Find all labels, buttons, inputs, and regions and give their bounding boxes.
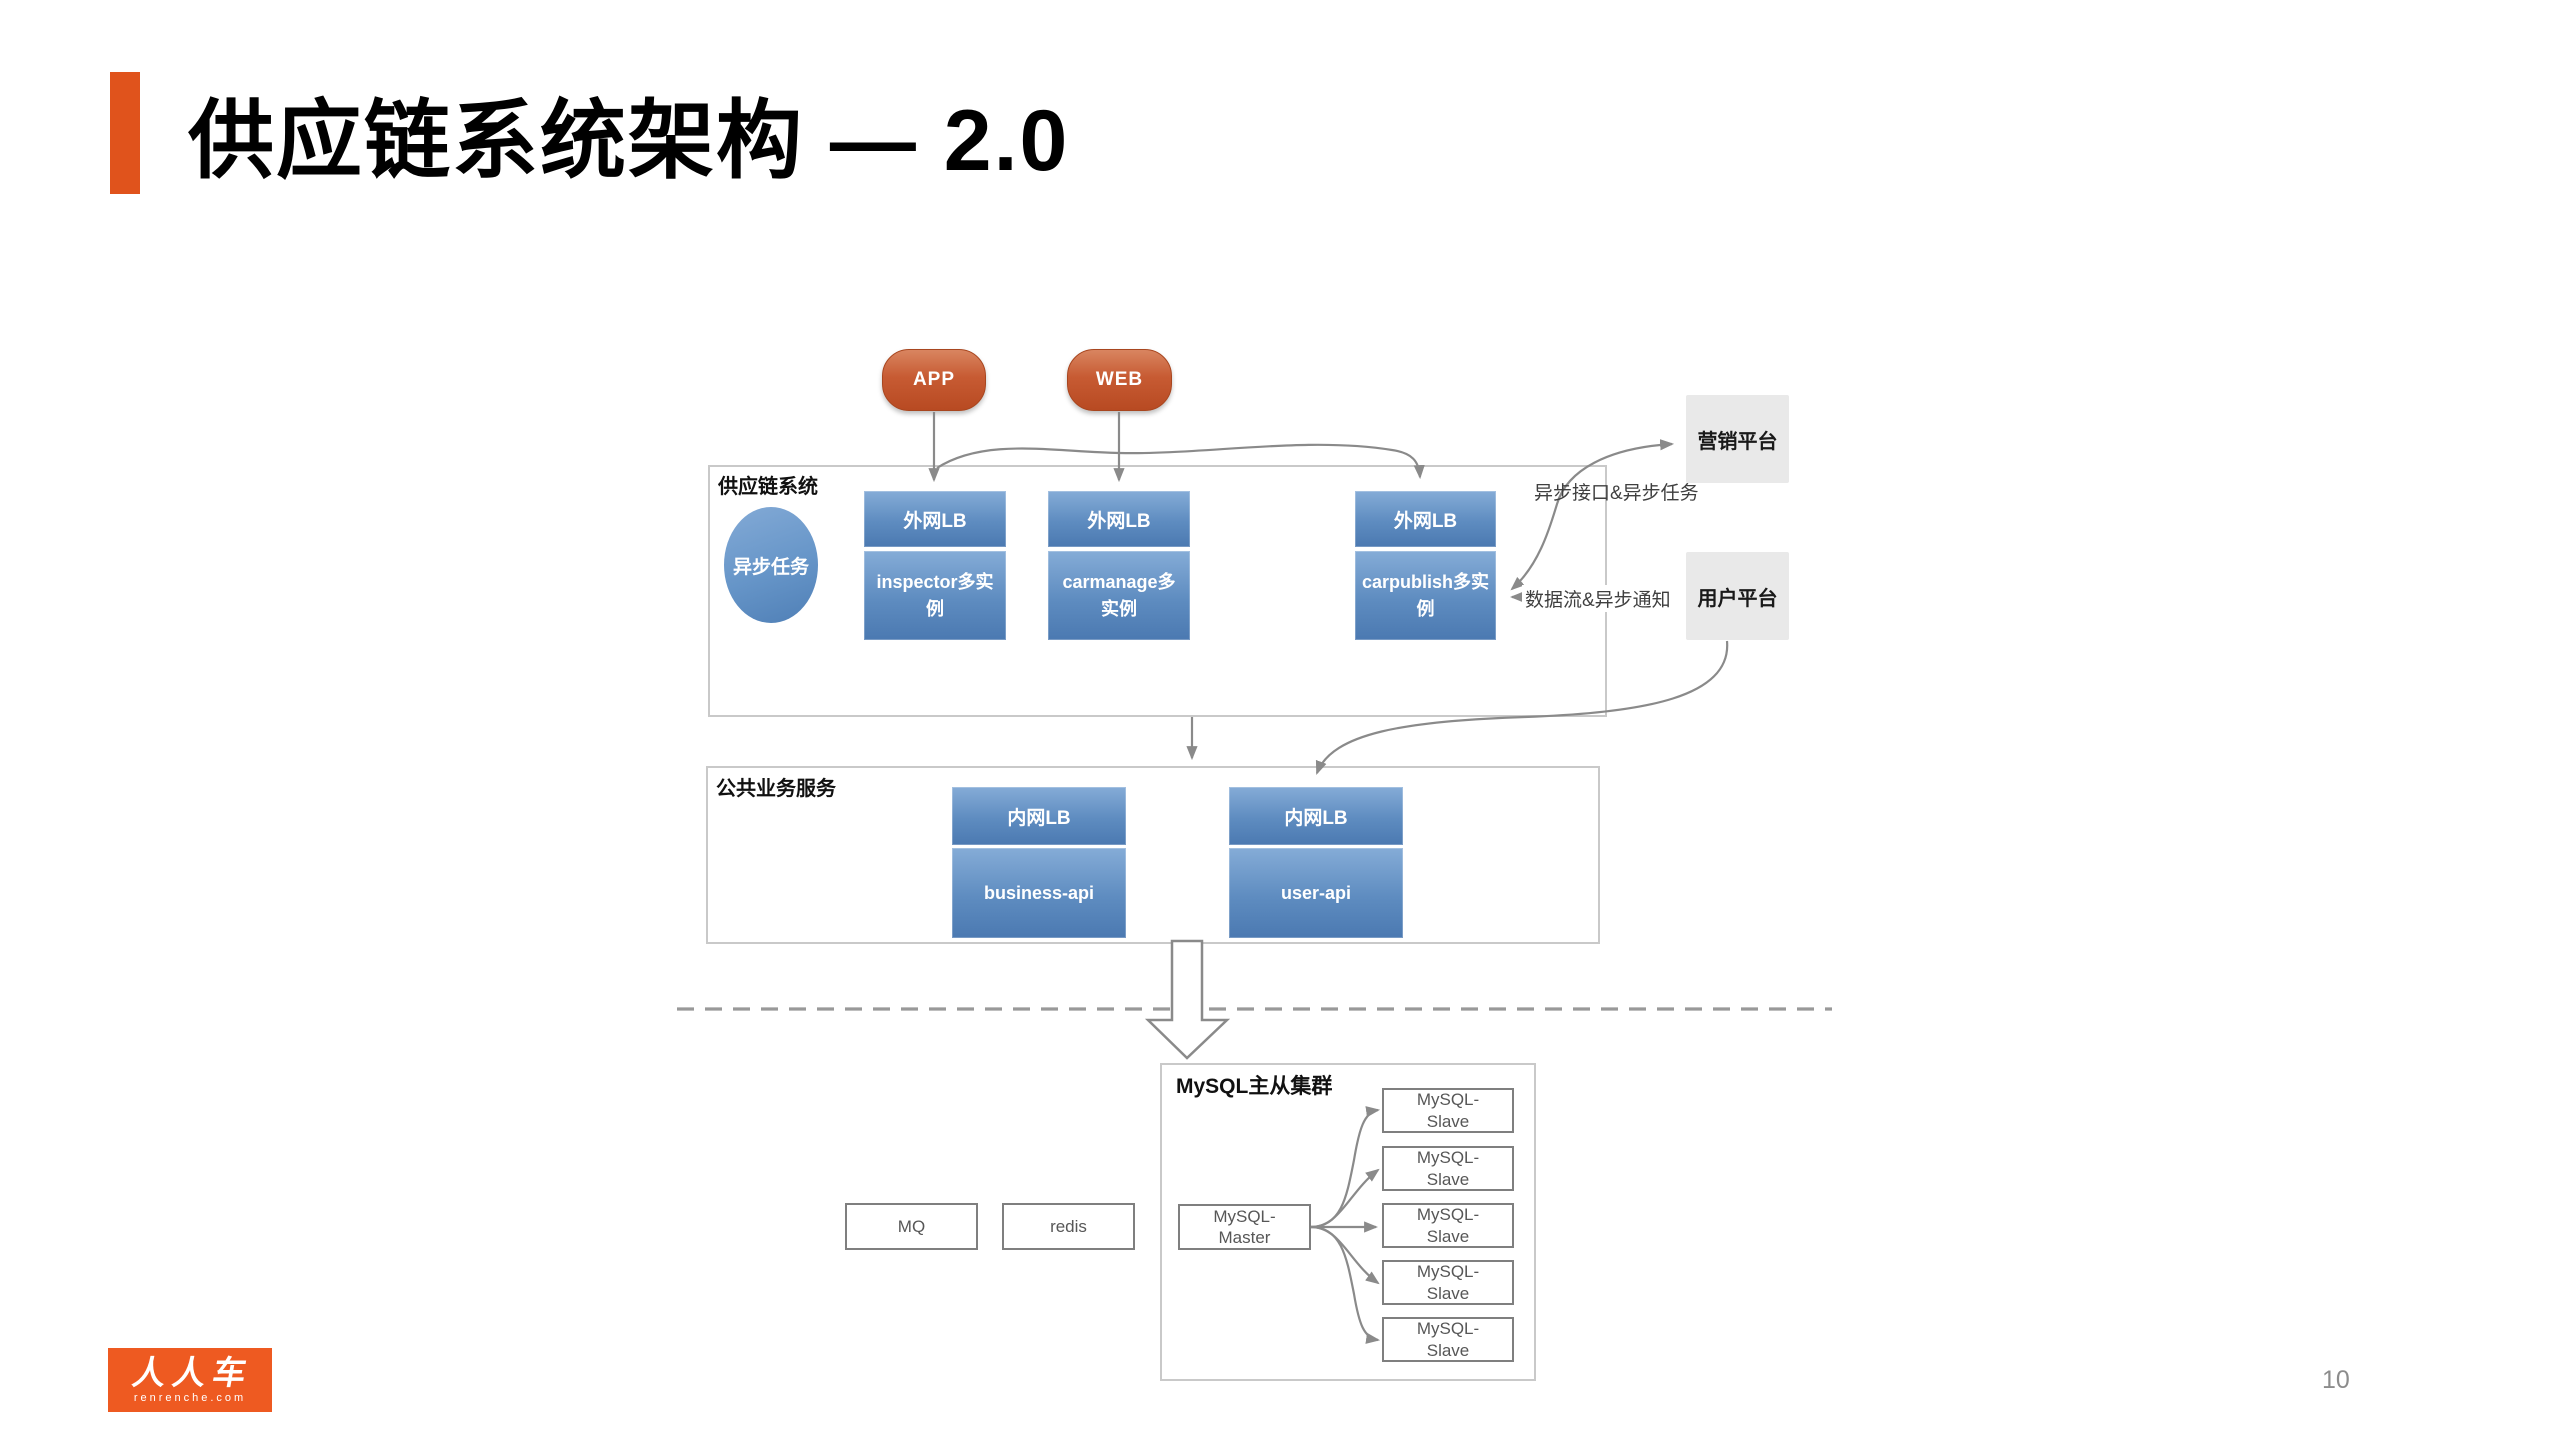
mysql-master-node: MySQL- Master [1178,1204,1311,1250]
annotation-data-flow: 数据流&异步通知 [1522,585,1674,612]
title-accent-bar [110,72,140,194]
logo-brand-text: 人人车 [129,1354,257,1391]
service-carmanage: carmanage多 实例 [1048,551,1190,640]
internal-lb-1: 内网LB [952,787,1126,845]
service-carpublish: carpublish多实 例 [1355,551,1496,640]
annotation-async-api: 异步接口&异步任务 [1534,483,1699,504]
logo-domain-text: renrenche.com [133,1392,247,1404]
client-node-web: WEB [1067,349,1172,411]
external-lb-2: 外网LB [1048,491,1190,547]
page-title: 供应链系统架构 — 2.0 [188,93,1070,189]
public-services-panel [706,766,1600,944]
mysql-slave-node: MySQL- Slave [1382,1260,1514,1305]
redis-node: redis [1002,1203,1135,1250]
user-platform-node: 用户平台 [1686,552,1789,640]
big-hollow-arrow [1144,939,1231,1060]
mysql-cluster-label: MySQL主从集群 [1176,1075,1333,1098]
external-lb-3: 外网LB [1355,491,1496,547]
service-inspector: inspector多实 例 [864,551,1006,640]
mysql-slave-node: MySQL- Slave [1382,1317,1514,1362]
service-business-api: business-api [952,848,1126,938]
mysql-slave-node: MySQL- Slave [1382,1203,1514,1248]
client-node-app: APP [882,349,986,411]
public-services-label: 公共业务服务 [716,778,836,800]
page-number: 10 [2322,1366,2350,1394]
internal-lb-2: 内网LB [1229,787,1403,845]
mysql-slave-node: MySQL- Slave [1382,1088,1514,1133]
async-task-node: 异步任务 [724,507,818,623]
renrenche-logo: 人人车 renrenche.com [108,1348,272,1412]
mysql-slave-node: MySQL- Slave [1382,1146,1514,1191]
service-user-api: user-api [1229,848,1403,938]
mq-node: MQ [845,1203,978,1250]
external-lb-1: 外网LB [864,491,1006,547]
marketing-platform-node: 营销平台 [1686,395,1789,483]
supply-chain-label: 供应链系统 [718,476,818,498]
